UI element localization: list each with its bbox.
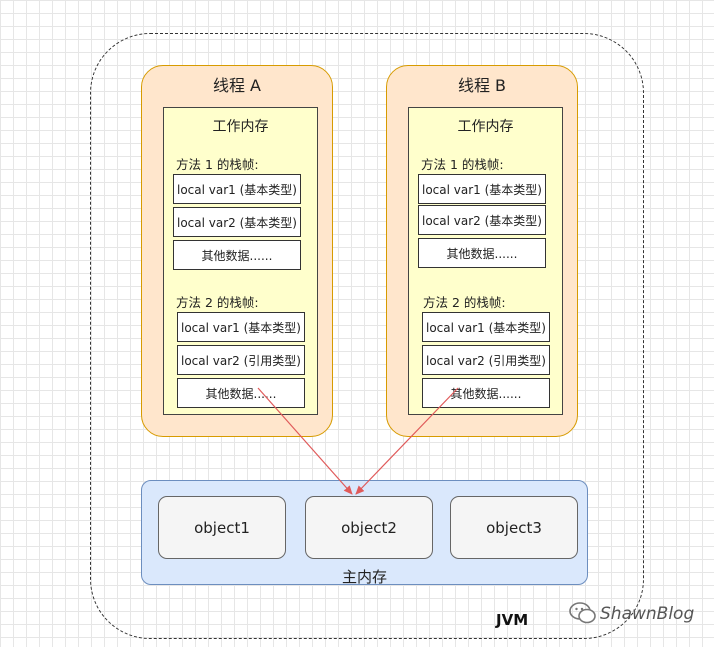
- frame2-var1: local var1 (基本类型): [177, 312, 305, 342]
- thread-b: 线程 B 工作内存 方法 1 的栈帧: local var1 (基本类型) lo…: [386, 65, 578, 437]
- watermark-text: ShawnBlog: [600, 604, 695, 624]
- object3-box: object3: [450, 496, 578, 559]
- frame2-var1: local var1 (基本类型): [422, 312, 550, 342]
- frame2-label: 方法 2 的栈帧:: [423, 295, 506, 310]
- frame1-var1: local var1 (基本类型): [418, 174, 546, 204]
- thread-b-working-memory: 工作内存 方法 1 的栈帧: local var1 (基本类型) local v…: [408, 107, 563, 415]
- frame1-other-data: 其他数据......: [418, 238, 546, 268]
- thread-a: 线程 A 工作内存 方法 1 的栈帧: local var1 (基本类型) lo…: [141, 65, 333, 437]
- frame2-var2: local var2 (引用类型): [422, 345, 550, 375]
- main-memory-label: 主内存: [341, 568, 387, 586]
- thread-a-working-memory: 工作内存 方法 1 的栈帧: local var1 (基本类型) local v…: [163, 107, 318, 415]
- frame2-other-data: 其他数据......: [177, 378, 305, 408]
- wechat-icon: [569, 602, 596, 624]
- frame2-label: 方法 2 的栈帧:: [176, 295, 259, 310]
- frame1-other-data: 其他数据......: [173, 240, 301, 270]
- frame1-label: 方法 1 的栈帧:: [421, 157, 504, 172]
- frame2-var2: local var2 (引用类型): [177, 345, 305, 375]
- frame1-var2: local var2 (基本类型): [418, 205, 546, 235]
- main-memory: object1 object2 object3 主内存: [141, 480, 588, 586]
- frame1-var2: local var2 (基本类型): [173, 207, 301, 237]
- object2-box: object2: [305, 496, 433, 559]
- working-memory-title: 工作内存: [457, 119, 514, 135]
- working-memory-title: 工作内存: [212, 119, 269, 135]
- thread-a-reference-arrow: [257, 387, 353, 495]
- thread-b-title: 线程 B: [457, 76, 507, 95]
- thread-b-reference-arrow: [355, 387, 459, 495]
- frame1-var1: local var1 (基本类型): [173, 174, 301, 204]
- frame1-label: 方法 1 的栈帧:: [176, 157, 259, 172]
- thread-a-title: 线程 A: [212, 76, 262, 95]
- jvm-boundary: [90, 33, 644, 639]
- object1-box: object1: [158, 496, 286, 559]
- jvm-label: JVM: [496, 611, 529, 629]
